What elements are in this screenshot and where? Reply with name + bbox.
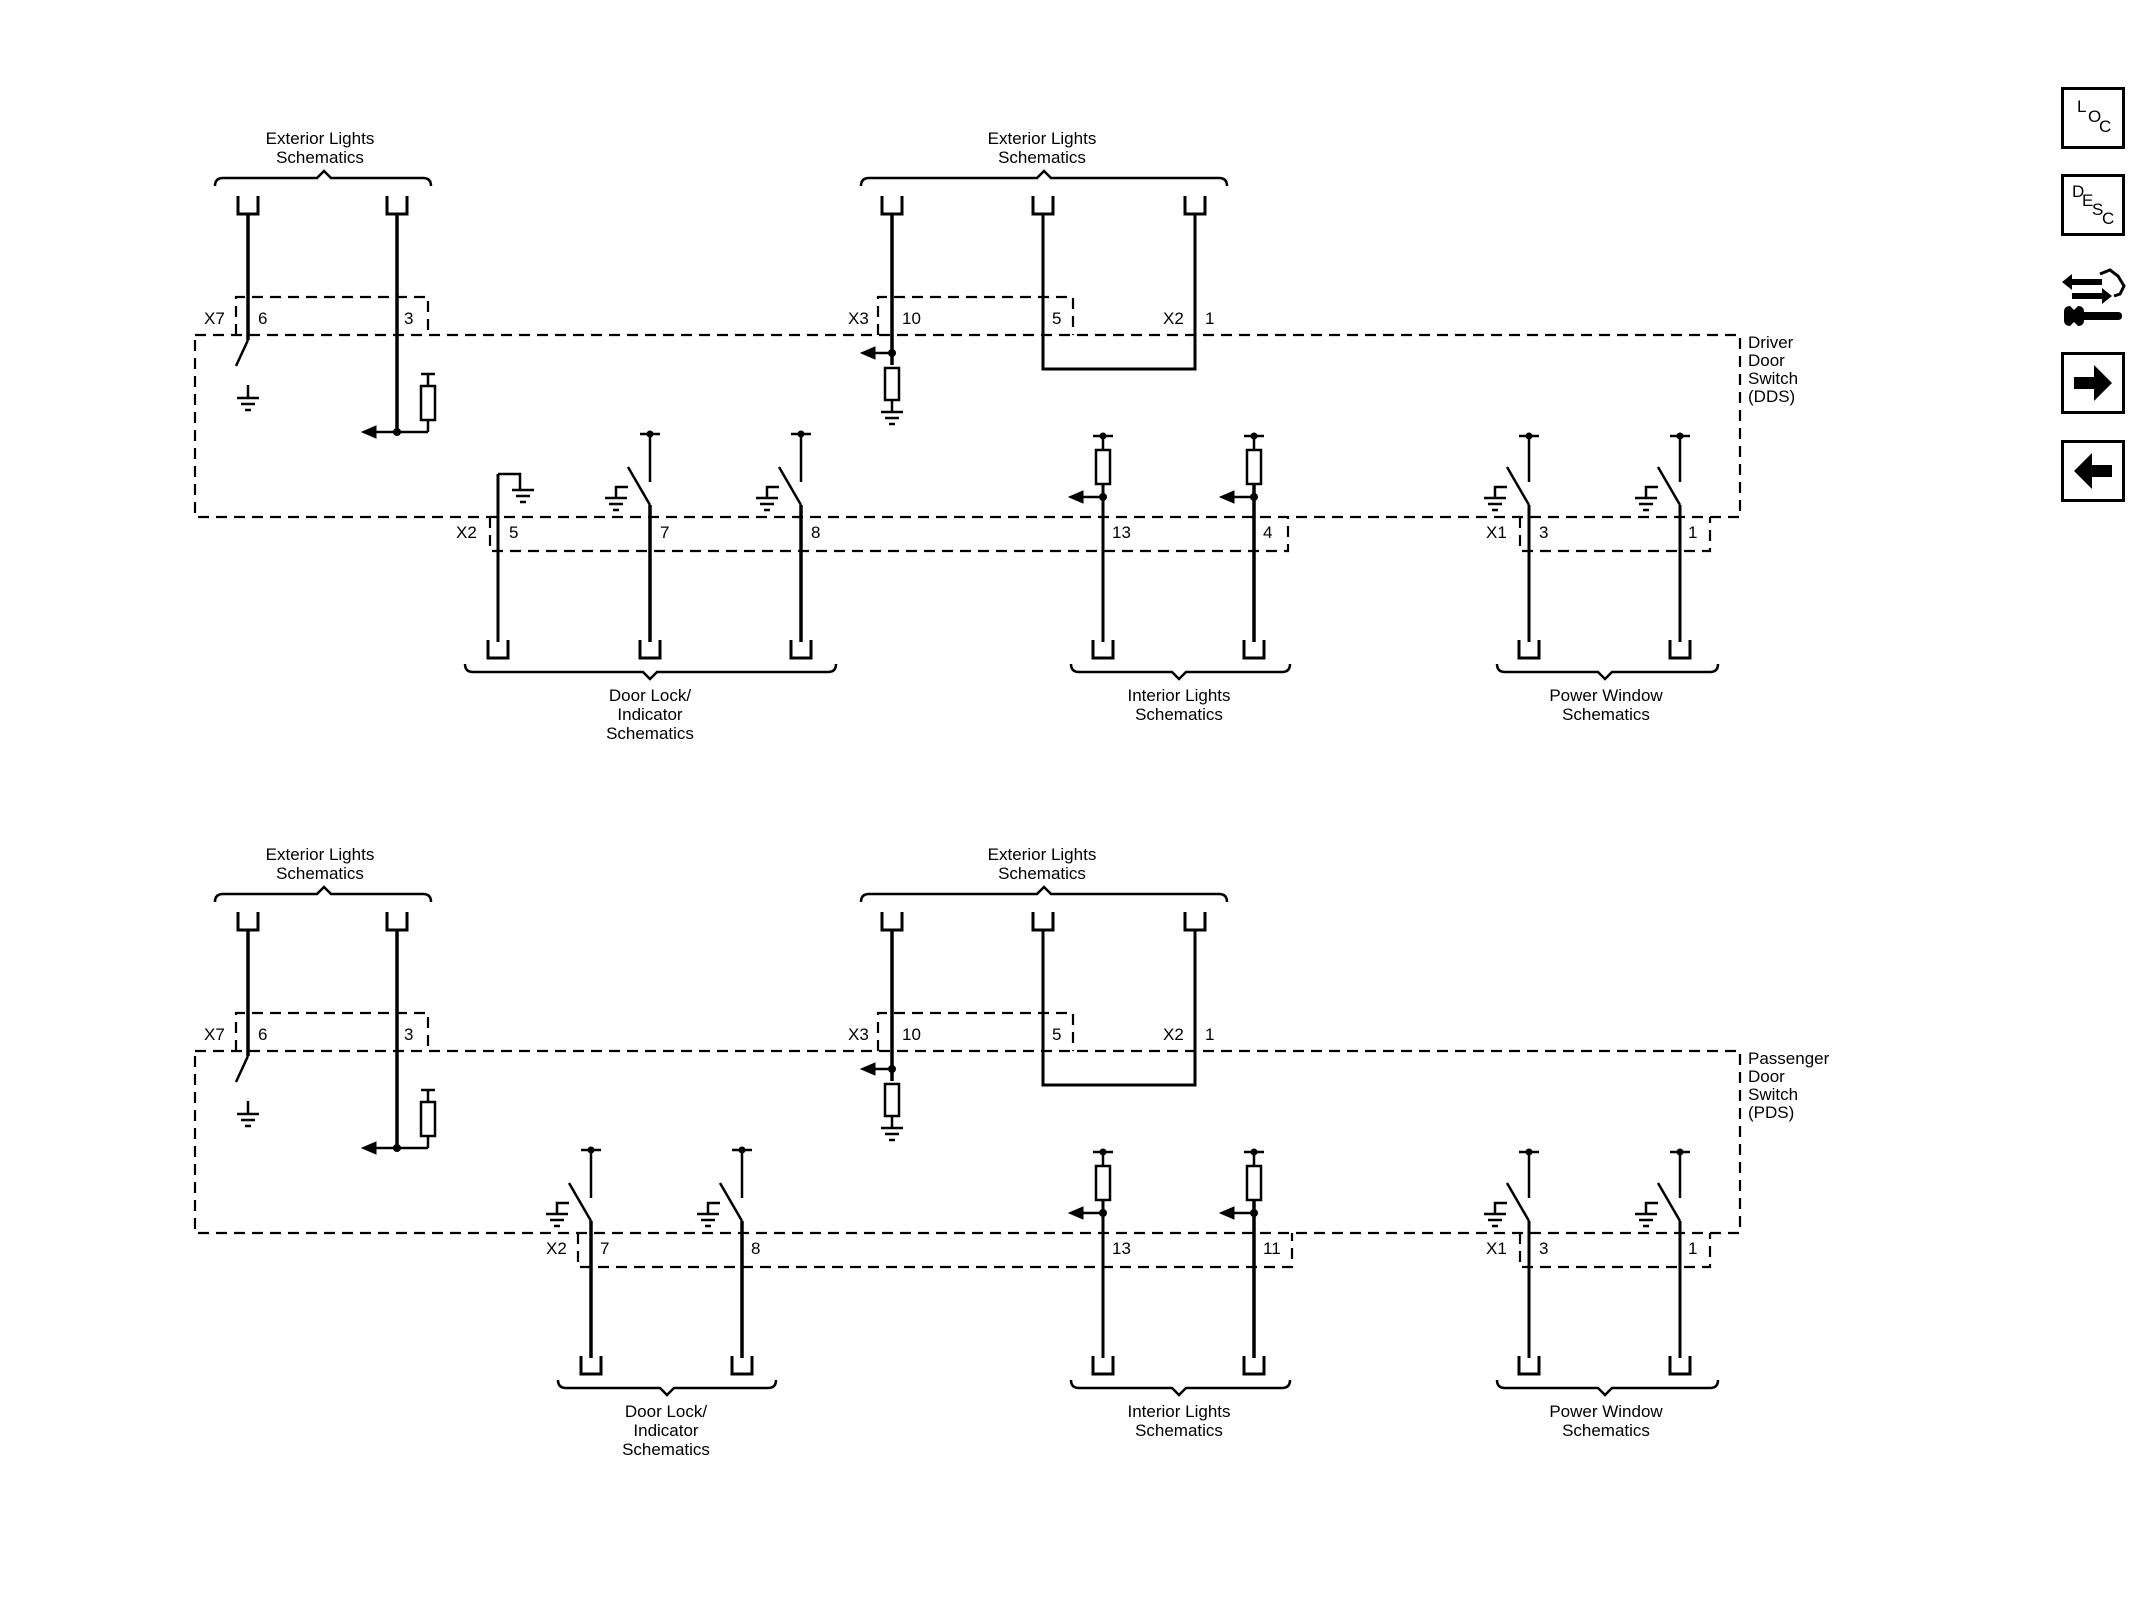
- connector-x7-boundary: [234, 1011, 430, 1051]
- bottom-group-label: Schematics: [1135, 705, 1223, 724]
- bottom-group-label: Power Window: [1549, 1402, 1663, 1421]
- top-group-label: Schematics: [998, 864, 1086, 883]
- module-label: (PDS): [1748, 1103, 1794, 1122]
- connector-x1-bottom-boundary: [1518, 1233, 1712, 1269]
- bottom-group-label: Interior Lights: [1128, 1402, 1231, 1421]
- pin-label: 3: [1539, 523, 1548, 542]
- loc-button[interactable]: L O C: [2061, 87, 2125, 149]
- bottom-group-label: Schematics: [1135, 1421, 1223, 1440]
- pin-label: 3: [404, 1025, 413, 1044]
- pin-label: 6: [258, 309, 267, 328]
- pin-label: 13: [1112, 1239, 1131, 1258]
- connector-label: X1: [1486, 523, 1507, 542]
- pin-label: 5: [1052, 1025, 1061, 1044]
- connector-label: X2: [546, 1239, 567, 1258]
- top-group-bracket: [213, 169, 433, 187]
- module-label: Passenger: [1748, 1049, 1830, 1068]
- top-group-bracket: [859, 169, 1229, 187]
- top-group-bracket: [859, 885, 1229, 903]
- module-label: (DDS): [1748, 387, 1795, 406]
- pin-label: 8: [811, 523, 820, 542]
- top-group-label: Exterior Lights: [988, 845, 1097, 864]
- arrow-right-icon: [2074, 365, 2112, 401]
- connector-x3-boundary: [876, 295, 1075, 335]
- terminal-set: [236, 194, 1692, 660]
- dds-module-boundary: [193, 333, 1742, 519]
- pin-label: 7: [600, 1239, 609, 1258]
- bottom-group-label: Schematics: [622, 1440, 710, 1459]
- pin-label: 1: [1205, 309, 1214, 328]
- wrench-arrows-icon: [2062, 268, 2126, 326]
- bottom-group-label: Schematics: [1562, 1421, 1650, 1440]
- bottom-group-label: Indicator: [617, 705, 683, 724]
- bottom-group-bracket: [1495, 663, 1720, 681]
- bottom-group-bracket: [463, 663, 838, 681]
- pin-label: 13: [1112, 523, 1131, 542]
- connector-label: X7: [204, 1025, 225, 1044]
- connector-x2-bottom-boundary: [488, 517, 1290, 553]
- prev-button[interactable]: [2061, 440, 2125, 502]
- pin-label: 5: [509, 523, 518, 542]
- diagram-driver-door-switch: Exterior Lights Schematics Exterior Ligh…: [193, 129, 1798, 743]
- connector-label: X3: [848, 1025, 869, 1044]
- pin-label: 3: [1539, 1239, 1548, 1258]
- desc-icon: D E S C: [2072, 182, 2115, 228]
- bottom-group-label: Door Lock/: [609, 686, 691, 705]
- pin-label: 7: [660, 523, 669, 542]
- diagram-passenger-door-switch: Exterior Lights Schematics Exterior Ligh…: [193, 845, 1830, 1459]
- loc-icon: L O C: [2077, 97, 2112, 136]
- module-label: Switch: [1748, 1085, 1798, 1104]
- wrench-arrows-button[interactable]: [2058, 266, 2130, 332]
- pin-label: 10: [902, 1025, 921, 1044]
- top-group-bracket: [213, 885, 433, 903]
- pin-label: 4: [1263, 523, 1272, 542]
- pin-label: 8: [751, 1239, 760, 1258]
- pin-label: 10: [902, 309, 921, 328]
- connector-x7-boundary: [234, 295, 430, 335]
- pin-label: 11: [1263, 1239, 1281, 1258]
- connector-label: X7: [204, 309, 225, 328]
- bottom-group-label: Indicator: [633, 1421, 699, 1440]
- pin-label: 1: [1205, 1025, 1214, 1044]
- connector-label: X2: [1163, 1025, 1184, 1044]
- top-group-label: Exterior Lights: [266, 845, 375, 864]
- connector-x1-bottom-boundary: [1518, 517, 1712, 553]
- bottom-group-label: Interior Lights: [1128, 686, 1231, 705]
- pin-label: 1: [1688, 1239, 1697, 1258]
- top-group-label: Schematics: [998, 148, 1086, 167]
- pin-label: 1: [1688, 523, 1697, 542]
- connector-x2-bottom-boundary: [576, 1233, 1294, 1269]
- module-label: Switch: [1748, 369, 1798, 388]
- module-label: Door: [1748, 351, 1785, 370]
- bottom-group-bracket: [1069, 1379, 1292, 1397]
- connector-x3-boundary: [876, 1011, 1075, 1051]
- pin-label: 5: [1052, 309, 1061, 328]
- terminal-set: [236, 910, 1692, 1376]
- connector-label: X2: [1163, 309, 1184, 328]
- bottom-group-label: Schematics: [1562, 705, 1650, 724]
- module-label: Door: [1748, 1067, 1785, 1086]
- bottom-group-label: Schematics: [606, 724, 694, 743]
- top-group-label: Exterior Lights: [988, 129, 1097, 148]
- bottom-group-bracket: [556, 1379, 778, 1397]
- pin-label: 3: [404, 309, 413, 328]
- top-group-label: Exterior Lights: [266, 129, 375, 148]
- top-group-label: Schematics: [276, 148, 364, 167]
- bottom-group-label: Power Window: [1549, 686, 1663, 705]
- desc-button[interactable]: D E S C: [2061, 174, 2125, 236]
- module-label: Driver: [1748, 333, 1794, 352]
- top-group-label: Schematics: [276, 864, 364, 883]
- bottom-group-bracket: [1069, 663, 1292, 681]
- pds-module-boundary: [193, 1049, 1742, 1235]
- connector-label: X3: [848, 309, 869, 328]
- arrow-left-icon: [2074, 453, 2112, 489]
- bottom-group-bracket: [1495, 1379, 1720, 1397]
- connector-label: X2: [456, 523, 477, 542]
- next-button[interactable]: [2061, 352, 2125, 414]
- connector-label: X1: [1486, 1239, 1507, 1258]
- pin-label: 6: [258, 1025, 267, 1044]
- bottom-group-label: Door Lock/: [625, 1402, 707, 1421]
